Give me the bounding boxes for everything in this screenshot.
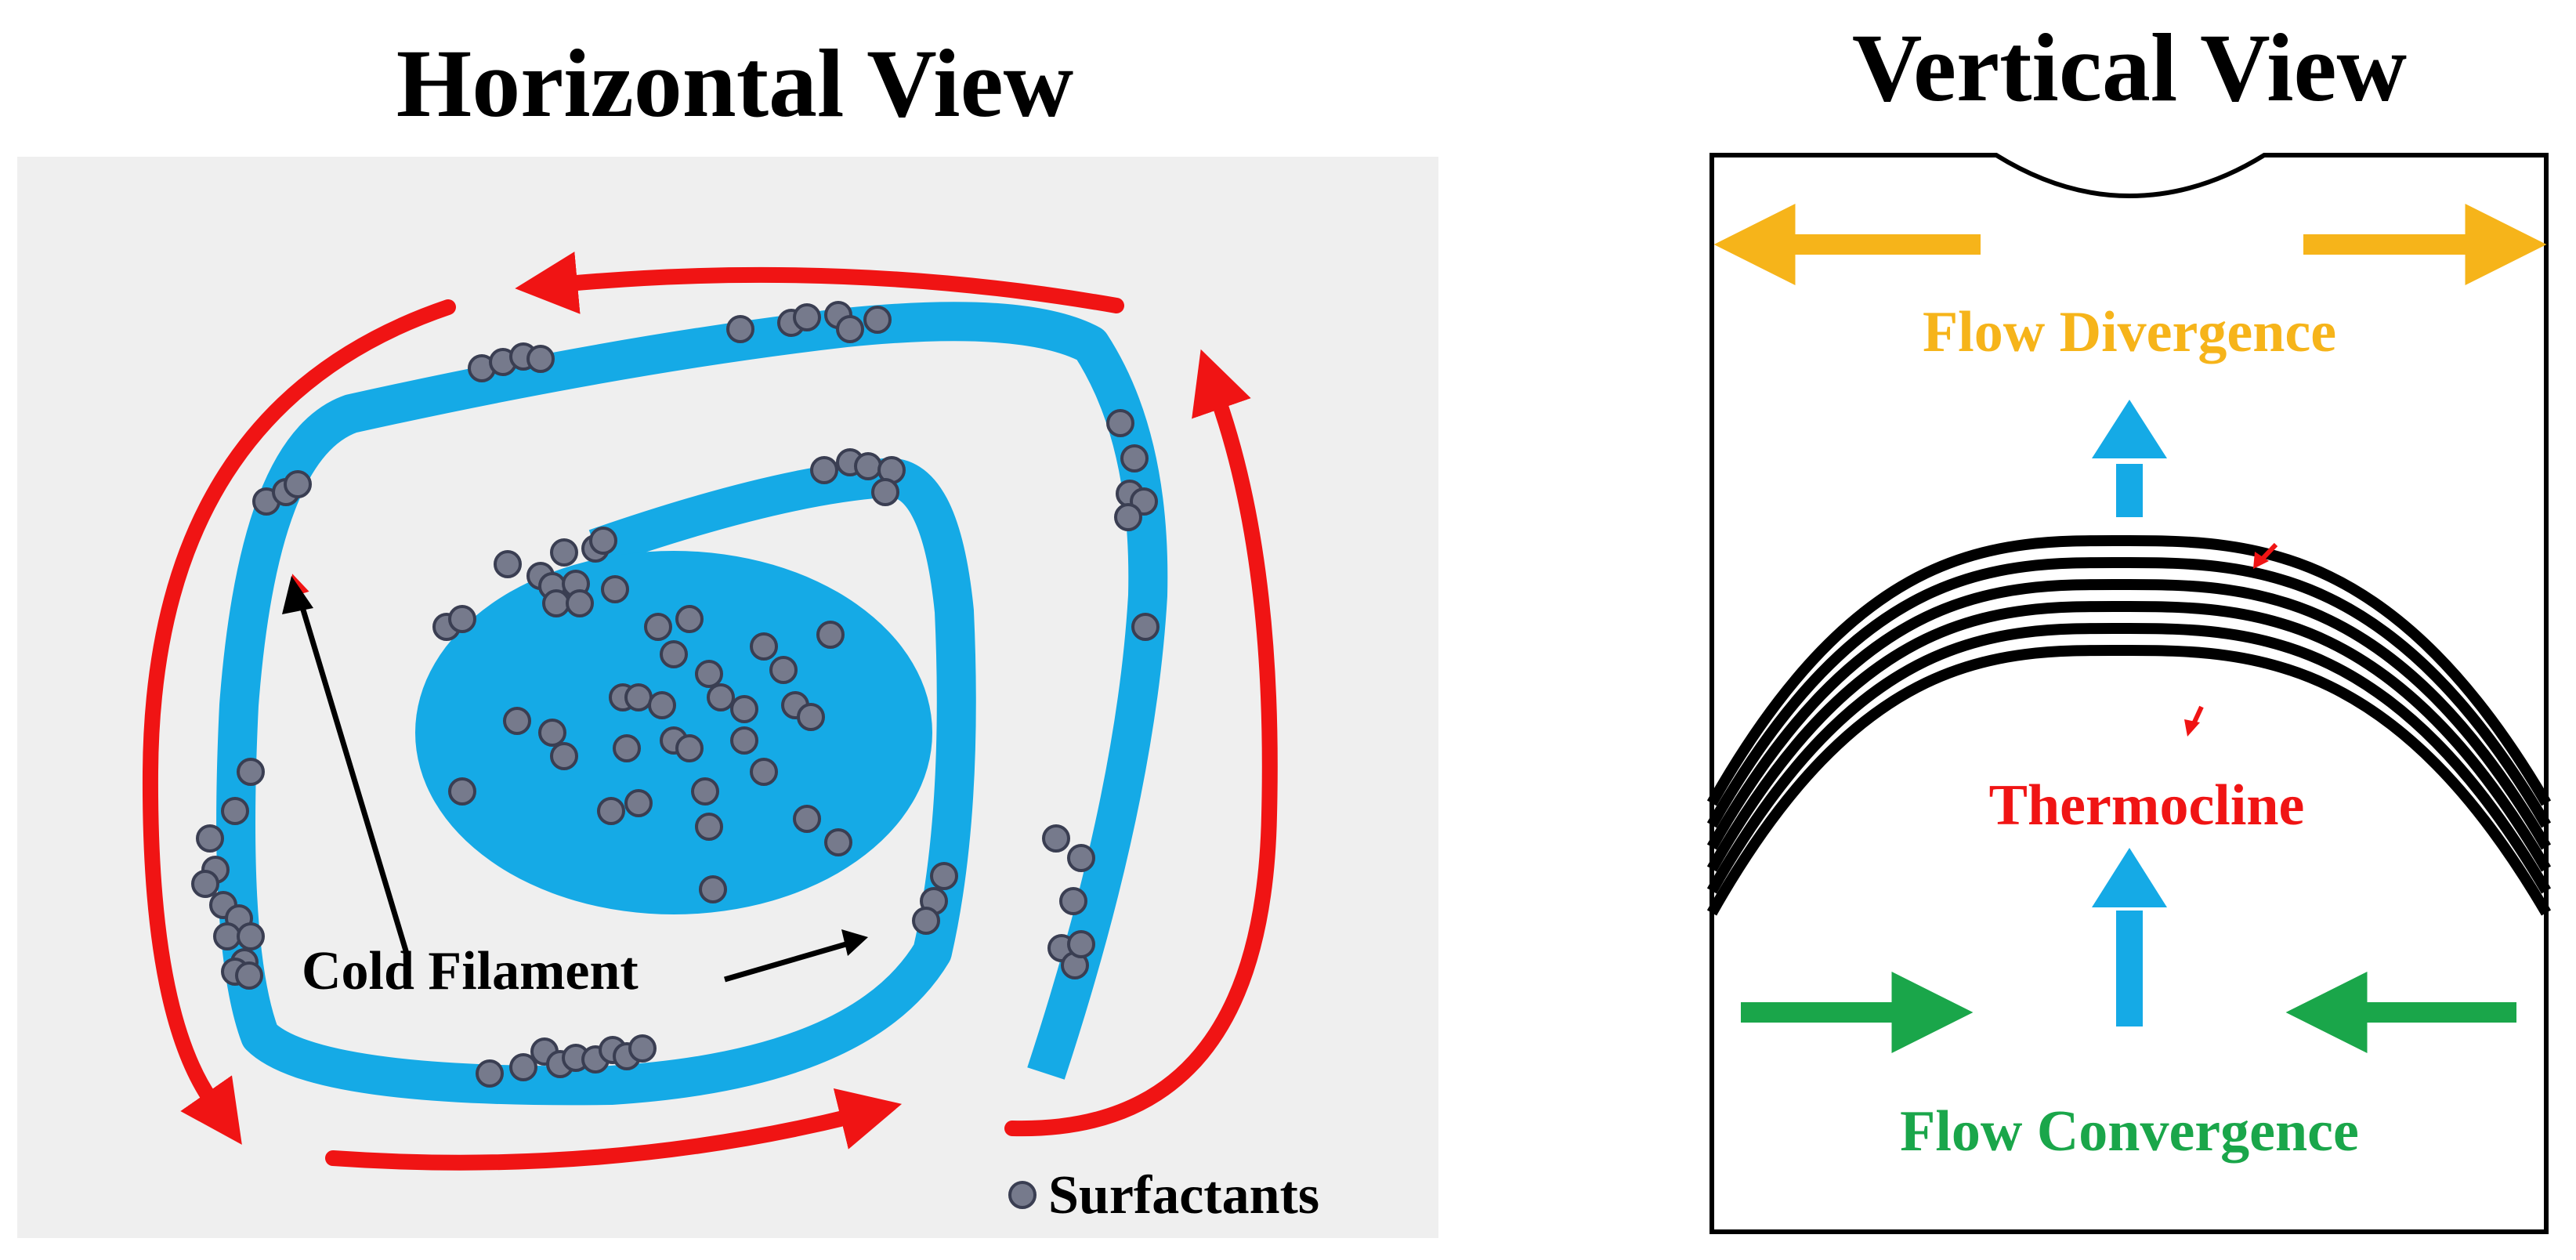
surfactant-dot [509,1053,537,1081]
surfactant-dot [213,922,241,950]
circulation-arrows [142,252,1278,1171]
flow-convergence-label: Flow Convergence [1900,1099,2359,1164]
surfactant-dot [644,613,672,641]
surfactant-dot [284,470,312,498]
surfactant-dot [624,683,653,711]
cold-filament-annotation: Cold Filament [282,574,868,1001]
thermocline-isotherms [1706,534,2552,916]
surfactant-dot [550,742,578,770]
surfactant-dot [750,632,778,661]
isotherm-line [1706,622,2552,894]
surfactant-dot [1067,844,1095,872]
surfactant-dot [1042,824,1070,853]
surfactant-dot [797,703,825,731]
surfactant-dot [695,660,723,688]
surfactant-dot [769,656,798,684]
surfactant-dot [550,538,578,567]
surfactant-dot [1067,930,1095,958]
surfactant-dot [237,758,265,786]
surfactant-dot [191,870,219,898]
surfactant-legend: Surfactants [1008,1165,1319,1226]
filament-pointer-arrow-right [724,939,855,983]
isotherm-line [1706,600,2552,872]
surfactant-dot [793,805,821,833]
circulation-arrow-right [1004,349,1278,1137]
vertical-view-panel: Vertical View Flow Divergence Thermoclin… [1706,14,2552,1234]
isotherm-line [1706,644,2552,916]
surfactant-dot [912,907,940,935]
surfactant-dot [542,589,570,617]
surfactant-dot [538,719,566,747]
surfactant-dot [503,707,531,735]
surfactant-dot [566,589,594,617]
cold-filament-outer [216,302,1168,1106]
upwelling-arrow-lower-head [2092,848,2167,907]
surfactant-dot [793,303,821,331]
flow-divergence-label: Flow Divergence [1923,300,2336,364]
circulation-arrow-top [515,252,1124,314]
cold-filament-label: Cold Filament [302,941,639,1001]
thermocline-indicator-upper-head [2253,552,2269,569]
surfactant-dot [675,734,704,762]
surfactant-dot [1106,409,1134,437]
circulation-arrow-left [142,299,456,1145]
horizontal-view-panel: Horizontal View Cold Filament Surfa [17,30,1438,1238]
vertical-view-title: Vertical View [1852,14,2407,121]
surfactant-dot [1131,613,1160,641]
isotherm-line [1706,534,2552,806]
surfactant-dot [196,824,224,853]
surfactant-dot [660,640,688,668]
filament-pointer-head-left [282,576,313,614]
surfactant-dot [648,691,676,719]
surfactant-dot [726,315,754,343]
surfactant-dot [699,875,727,903]
surfactant-dot [221,797,249,825]
surfactant-dot [235,961,263,990]
surfactant-dot [601,575,629,603]
surfactant-dot [836,315,864,343]
surfactant-dot [750,758,778,786]
surfactant-dot [707,683,735,711]
surfactant-dot [1120,444,1149,472]
surfactant-dot [863,306,892,334]
isotherm-line [1706,578,2552,850]
surfactant-dot [589,527,617,555]
thermocline-label: Thermocline [1989,773,2305,838]
surfactant-dot [816,621,845,649]
surfactant-dot [237,922,265,950]
surfactant-legend-label: Surfactants [1048,1165,1319,1226]
surfactant-dot [810,456,838,484]
surfactant-dot [613,734,641,762]
surfactant-dot [597,797,625,825]
surfactant-dot [1059,887,1087,915]
surfactant-dot [494,550,522,578]
horizontal-view-title: Horizontal View [396,30,1073,137]
vertical-panel-frame [1709,153,2549,1234]
circulation-arrow-bottom [325,1088,903,1171]
surfactant-legend-icon [1008,1181,1037,1209]
surfactant-dot [675,605,704,633]
surfactant-particles [191,301,1160,1088]
upwelling-arrow-upper-head [2092,400,2167,458]
surfactant-dot [691,777,719,806]
surfactant-dot [824,828,852,856]
filament-pointer-head-right [841,929,868,956]
surfactant-dot [448,777,476,806]
isotherm-line [1706,556,2552,828]
surfactant-dot [1114,503,1142,531]
filament-pointer-arrow-left [288,574,411,958]
thermocline-indicator-lower-head [2184,719,2200,737]
surfactant-dot [730,726,758,755]
surfactant-dot [871,478,899,506]
surfactant-dot [628,1034,657,1063]
surfactant-dot [624,789,653,817]
surfactant-dot [930,862,958,890]
surfactant-dot [526,345,555,373]
surfactant-dot [730,695,758,723]
surfactant-dot [854,452,882,480]
surfactant-dot [476,1059,504,1088]
surfactant-dot [695,813,723,841]
surfactant-dot [448,605,476,633]
